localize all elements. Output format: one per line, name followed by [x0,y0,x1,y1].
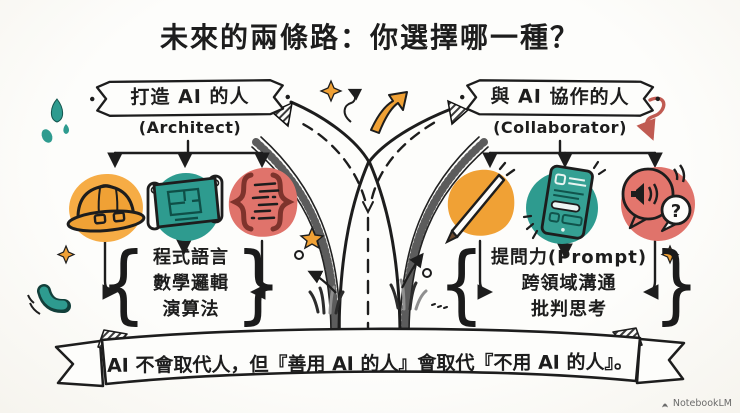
grass-arrow-right-icon [401,252,424,289]
dot-circle-icon [422,268,432,278]
watermark: NotebookLM [660,398,732,409]
blueprint-icon [140,163,230,247]
hard-hat-icon [62,160,148,246]
sparkle-icon [56,244,76,265]
notebooklm-logo-icon [661,403,668,407]
right-branch-header: 與 AI 協作的人 [460,75,660,121]
speech-question-icon: ? [608,156,704,250]
skill-item: 提問力(Prompt) [490,247,648,268]
banner-left-tail [54,339,105,388]
skill-item: 演算法 [162,299,220,320]
banner-body [100,327,642,386]
red-squiggle-arrow-icon [636,96,666,141]
tablet-icon [518,156,612,250]
skill-item: 批判思考 [531,299,607,320]
grass-arrow-left-icon [307,270,337,294]
small-dashes [431,303,448,309]
center-doodles [294,79,448,315]
brace-open-glyph: { [100,234,147,334]
question-mark-glyph: ? [671,201,681,222]
left-skills-list: 程式語言 數學邏輯 演算法 [151,245,231,323]
brace-close-glyph: } [235,234,282,334]
left-branch-subtitle: (Architect) [138,118,242,137]
dot-circle-icon [294,250,304,260]
curl-arrow-icon [343,88,363,123]
skill-item: 程式語言 [153,247,229,268]
side-doodles [27,96,680,315]
ribbon-frame-icon [460,79,660,117]
left-branch-header: 打造 AI 的人 [90,75,290,121]
star-icon [299,226,325,250]
ribbon-frame-icon [90,79,290,117]
watermark-label: NotebookLM [672,398,732,409]
left-skills-box: { 程式語言 數學邏輯 演算法 } [100,241,281,327]
teal-bean-icon [27,284,71,315]
left-branch-title: 打造 AI 的人 [130,85,250,109]
brace-close-glyph: } [653,234,700,334]
right-branch-title: 與 AI 協作的人 [490,85,630,109]
right-skills-box: { 提問力(Prompt) 跨領域溝通 批判思考 } [438,241,699,327]
grass-right-icon [389,278,428,311]
skill-item: 跨領域溝通 [521,273,617,294]
sparkle-icon [660,244,680,265]
right-branch-subtitle: (Collaborator) [493,118,627,137]
right-direction-arrowhead [447,99,470,126]
sparkle-icon [319,79,343,103]
page-title: 未來的兩條路：你選擇哪一種？ [159,21,580,54]
banner-ribbon-drawing [54,327,686,388]
right-branch-connectors [477,139,663,300]
teal-splash-icon [41,98,69,143]
right-skills-list: 提問力(Prompt) 跨領域溝通 批判思考 [489,245,649,323]
skill-item: 數學邏輯 [153,273,229,294]
banner-quote: AI 不會取代人，但『善用 AI 的人』會取代『不用 AI 的人』。 [106,351,634,377]
code-braces-icon [219,160,305,246]
brace-open-glyph: { [438,234,485,334]
left-branch-connectors [102,139,270,300]
magic-wand-icon [437,160,523,246]
grass-left-icon [308,285,345,315]
orange-up-arrow-icon [370,91,408,134]
